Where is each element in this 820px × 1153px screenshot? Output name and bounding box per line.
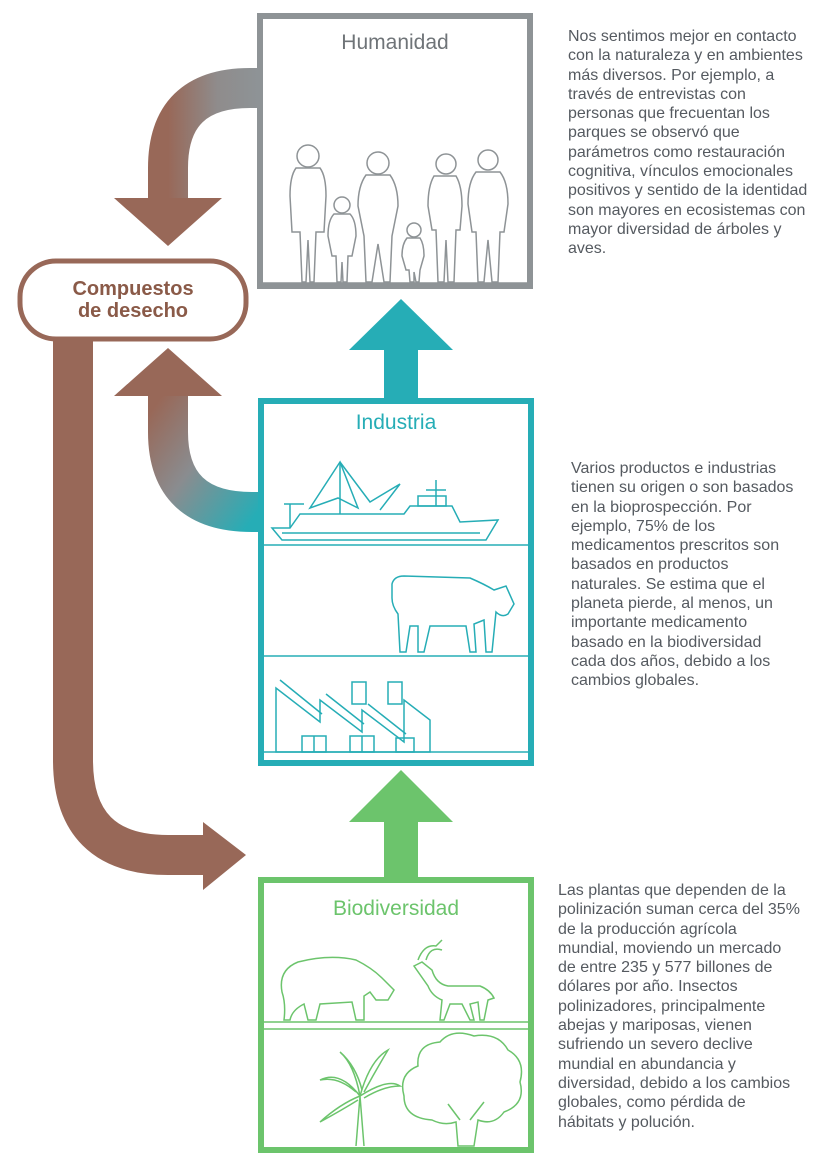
industry-box [258, 398, 534, 766]
family-silhouette-icon [262, 144, 528, 284]
biodiversity-title: Biodiversidad [332, 897, 460, 920]
waste-label-line-1: Compuestos [72, 278, 194, 300]
palm-tree-icon [319, 1047, 403, 1147]
biodiversity-description: Las plantas que dependen de la polinizac… [558, 882, 800, 1131]
humanity-title: Humanidad [341, 31, 449, 54]
arrow-biodiversity-to-industry [349, 770, 453, 880]
tree-icon [401, 1032, 523, 1147]
arrow-industry-to-humanity [349, 299, 453, 400]
waste-pill [17, 258, 249, 342]
industry-description: Varios productos e industrias tienen su … [571, 460, 794, 690]
antelope-icon [412, 939, 496, 1021]
humanity-description: Nos sentimos mejor en contacto con la na… [568, 28, 808, 258]
cow-icon [391, 575, 515, 653]
hippo-icon [264, 956, 528, 1023]
factory-icon [264, 679, 528, 753]
ship-icon [270, 460, 500, 541]
arrow-waste-to-biodiversity [53, 318, 246, 890]
waste-label: Compuestos de desecho [20, 278, 246, 322]
industry-title: Industria [355, 411, 437, 434]
waste-label-line-2: de desecho [77, 300, 189, 322]
arrow-humanity-to-waste [114, 68, 258, 246]
arrow-industry-to-waste [114, 348, 258, 532]
